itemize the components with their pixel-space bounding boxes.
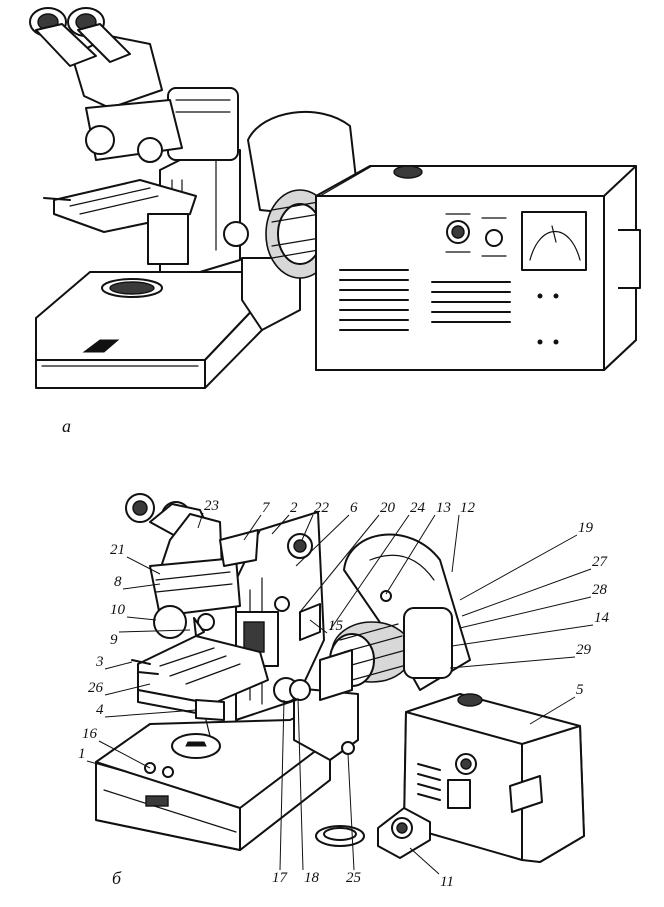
callout-10: 10 <box>110 602 126 618</box>
callout-17: 17 <box>272 870 289 886</box>
callout-28: 28 <box>592 582 608 598</box>
callout-6: 6 <box>350 500 358 516</box>
leader-line-14 <box>451 624 594 647</box>
power-supply-unit-b <box>403 693 585 863</box>
leader-line-11 <box>409 847 440 875</box>
vent-grille-a <box>339 269 511 331</box>
figure-b-illustration: 2372226202413121921827281014159293265416… <box>78 493 610 890</box>
leader-line-15 <box>309 619 328 634</box>
binocular-head-a <box>29 7 183 163</box>
callout-5: 5 <box>576 682 584 698</box>
leader-line-24 <box>329 514 410 631</box>
figure-a-caption: а <box>62 416 71 436</box>
callout-4: 4 <box>96 702 104 718</box>
leader-line-17 <box>279 699 285 871</box>
microscope-base-a <box>35 257 301 389</box>
callout-29: 29 <box>576 642 592 658</box>
callout-22: 22 <box>314 500 330 516</box>
callout-11: 11 <box>440 874 454 890</box>
callout-25: 25 <box>346 870 362 886</box>
leader-line-27 <box>461 568 592 617</box>
callout-23: 23 <box>204 498 219 514</box>
microscope-base-b <box>95 687 359 851</box>
callout-15: 15 <box>328 618 344 634</box>
figure-b-caption: б <box>112 868 122 888</box>
leader-line-23 <box>197 512 204 529</box>
binocular-head-b <box>125 493 259 639</box>
callout-16: 16 <box>82 726 98 742</box>
leader-line-21 <box>126 556 161 575</box>
callout-1: 1 <box>78 746 86 762</box>
leader-line-26 <box>104 683 151 696</box>
callout-2: 2 <box>290 500 298 516</box>
callout-18: 18 <box>304 870 320 886</box>
callout-leader-lines <box>86 512 594 875</box>
leader-line-22 <box>301 514 314 541</box>
accessory-dish <box>315 825 365 847</box>
leader-line-9 <box>118 629 191 633</box>
callout-19: 19 <box>578 520 594 536</box>
callout-20: 20 <box>380 500 396 516</box>
leader-line-3 <box>104 661 133 670</box>
leader-line-13 <box>385 514 436 595</box>
leader-line-7 <box>243 514 262 541</box>
microscope-stage-a <box>43 179 197 265</box>
leader-line-6 <box>295 514 350 567</box>
leader-line-10 <box>126 616 157 621</box>
callout-24: 24 <box>410 500 426 516</box>
callout-9: 9 <box>110 632 118 648</box>
leader-line-8 <box>122 583 161 590</box>
leader-line-18 <box>297 697 304 871</box>
leader-line-25 <box>347 753 355 871</box>
leader-line-5 <box>529 696 576 725</box>
leader-line-2 <box>271 514 290 535</box>
leader-line-20 <box>299 514 380 613</box>
leader-line-19 <box>459 534 578 601</box>
callout-13: 13 <box>436 500 451 516</box>
microscope-stage-b <box>131 635 269 737</box>
callout-14: 14 <box>594 610 610 626</box>
leader-line-16 <box>98 740 151 769</box>
leader-line-28 <box>459 596 592 629</box>
leader-line-1 <box>86 760 141 777</box>
callout-8: 8 <box>114 574 122 590</box>
callout-26: 26 <box>88 680 104 696</box>
callout-27: 27 <box>592 554 609 570</box>
callout-7: 7 <box>262 500 271 516</box>
power-supply-unit-a <box>315 165 641 371</box>
accessory-filter-holder <box>377 807 431 859</box>
callout-21: 21 <box>110 542 125 558</box>
leader-line-12 <box>451 514 460 573</box>
figure-a-illustration: а <box>29 7 641 436</box>
leader-line-4 <box>104 709 197 718</box>
callout-12: 12 <box>460 500 476 516</box>
leader-line-29 <box>449 656 576 669</box>
lamp-housing-b <box>319 533 471 701</box>
callout-3: 3 <box>95 654 104 670</box>
